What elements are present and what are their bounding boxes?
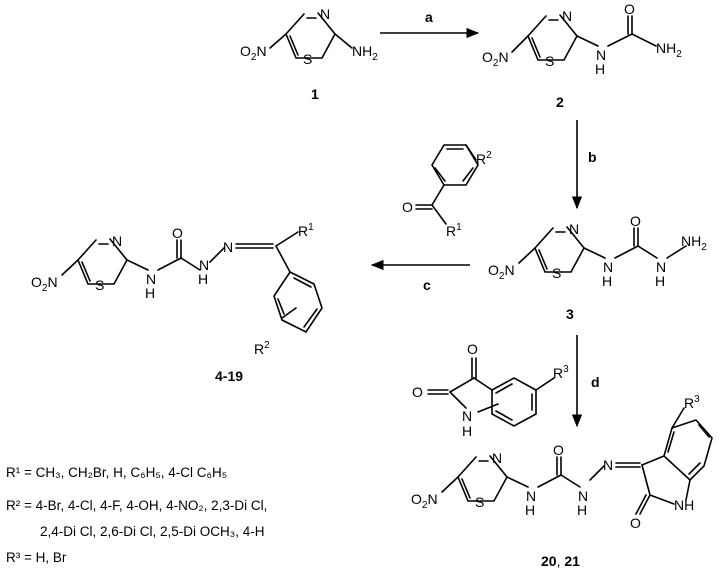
legend-r1: R¹ = CH₃, CH₂Br, H, C₆H₅, 4-Cl C₆H₅: [6, 465, 227, 480]
svg-text:O: O: [553, 442, 564, 458]
svg-text:N: N: [199, 257, 209, 273]
compound-1-structure: N S O2N NH2: [240, 6, 378, 67]
compound-2-label: 2: [556, 94, 564, 110]
reagent-d-label: d: [591, 374, 600, 390]
svg-text:O2N: O2N: [240, 43, 267, 63]
svg-text:O2N: O2N: [482, 49, 509, 69]
svg-text:O: O: [412, 384, 423, 400]
compound-2-structure: N S O2N N H O NH2: [482, 1, 682, 77]
svg-text:H: H: [145, 285, 155, 301]
svg-text:O: O: [630, 515, 641, 531]
svg-text:N: N: [656, 259, 666, 275]
svg-text:N: N: [492, 450, 502, 466]
reagent-b-label: b: [588, 149, 597, 165]
isatin-reagent-structure: O O N H R3: [412, 341, 569, 439]
compound-20-21-label: 20, 21: [541, 553, 580, 569]
svg-text:O: O: [402, 199, 413, 215]
svg-text:N: N: [603, 457, 613, 473]
svg-text:O: O: [624, 1, 635, 17]
svg-text:N: N: [223, 239, 233, 255]
svg-text:S: S: [475, 494, 484, 510]
compound-4-19-label: 4-19: [215, 368, 243, 384]
svg-text:R1: R1: [298, 222, 314, 239]
svg-text:H: H: [198, 271, 208, 287]
legend-r3: R³ = H, Br: [6, 550, 67, 565]
svg-text:N: N: [462, 408, 472, 424]
svg-text:N: N: [112, 233, 122, 249]
svg-text:NH2: NH2: [681, 233, 707, 253]
legend-r2-line2: 2,4-Di Cl, 2,6-Di Cl, 2,5-Di OCH₃, 4-H: [40, 524, 265, 539]
svg-text:O2N: O2N: [411, 491, 438, 511]
svg-text:O: O: [630, 213, 641, 229]
svg-text:H: H: [462, 423, 472, 439]
reagent-c-label: c: [423, 277, 431, 293]
svg-text:S: S: [95, 277, 104, 293]
svg-text:NH: NH: [674, 497, 694, 513]
svg-text:N: N: [596, 47, 606, 63]
svg-text:N: N: [320, 6, 330, 22]
svg-text:O2N: O2N: [31, 274, 58, 294]
svg-text:H: H: [525, 502, 535, 518]
svg-text:N: N: [146, 271, 156, 287]
svg-text:N: N: [578, 488, 588, 504]
compound-1-label: 1: [311, 86, 319, 102]
svg-text:R3: R3: [684, 394, 700, 411]
svg-text:N: N: [562, 8, 572, 24]
svg-text:N: N: [603, 259, 613, 275]
svg-text:NH2: NH2: [656, 40, 682, 60]
svg-text:R2: R2: [476, 150, 492, 167]
svg-text:O: O: [172, 225, 183, 241]
svg-text:S: S: [545, 53, 554, 69]
svg-text:S: S: [552, 265, 561, 281]
svg-text:H: H: [577, 502, 587, 518]
svg-text:O: O: [467, 341, 478, 357]
svg-text:S: S: [303, 51, 312, 67]
svg-text:H: H: [595, 61, 605, 77]
svg-text:O2N: O2N: [488, 262, 515, 282]
reagent-a-label: a: [425, 9, 433, 25]
compound-3-label: 3: [566, 306, 574, 322]
svg-text:N: N: [569, 221, 579, 237]
svg-text:R1: R1: [446, 222, 462, 239]
compound-4-19-structure: N S O2N N H O N H N R1 R2: [31, 222, 323, 357]
svg-text:R3: R3: [553, 364, 569, 381]
compound-20-21-structure: N S O2N N H O N H N O NH R3: [411, 394, 713, 531]
compound-3-structure: N S O2N N H O N H NH2: [488, 213, 707, 289]
legend-r2-line1: R² = 4-Br, 4-Cl, 4-F, 4-OH, 4-NO₂, 2,3-D…: [6, 498, 267, 513]
svg-text:R2: R2: [254, 340, 270, 357]
substituent-legend: R¹ = CH₃, CH₂Br, H, C₆H₅, 4-Cl C₆H₅ R² =…: [6, 465, 267, 565]
svg-text:H: H: [655, 273, 665, 289]
svg-text:NH2: NH2: [352, 43, 378, 63]
svg-text:N: N: [526, 488, 536, 504]
svg-text:H: H: [602, 273, 612, 289]
ketone-reagent-structure: R2 O R1: [402, 144, 492, 239]
